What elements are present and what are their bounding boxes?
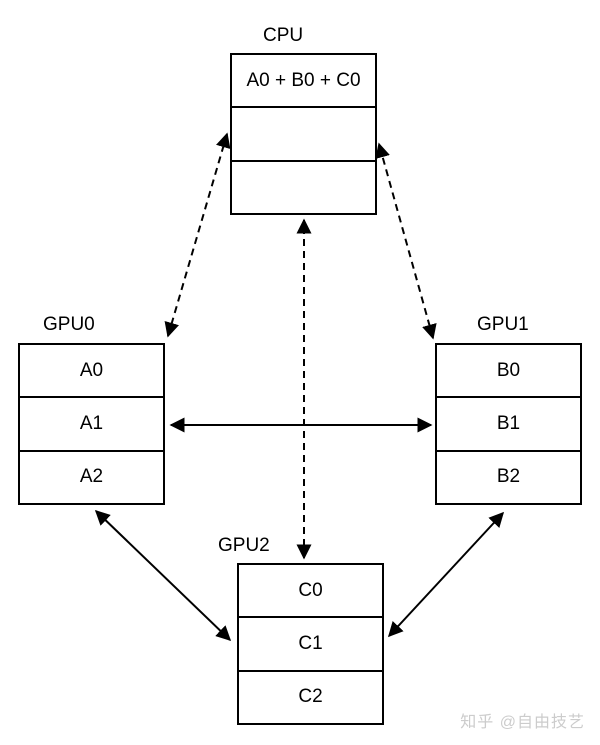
gpu1-title: GPU1 <box>477 314 529 335</box>
gpu2-row-1: C1 <box>239 616 382 669</box>
edge-gpu0-gpu2 <box>94 509 232 642</box>
cpu-row-2 <box>232 159 375 213</box>
gpu0-title: GPU0 <box>43 314 95 335</box>
gpu0-row-2: A2 <box>20 449 163 503</box>
gpu0-row-0: A0 <box>79 359 104 381</box>
cpu-row-0: A0 + B0 + C0 <box>246 69 361 91</box>
cpu-box: A0 + B0 + C0 <box>230 53 377 215</box>
gpu1-box: B0 B1 B2 <box>435 343 582 505</box>
gpu1-row-1: B1 <box>437 396 580 449</box>
gpu2-row-2: C2 <box>239 669 382 723</box>
gpu0-row-1: A1 <box>20 396 163 449</box>
gpu1-row-0: B0 <box>496 359 521 381</box>
cpu-row-1 <box>232 106 375 159</box>
gpu2-row-0: C0 <box>298 579 323 601</box>
cpu-title: CPU <box>263 25 304 46</box>
edge-gpu1-cpu <box>375 142 437 340</box>
edge-gpu1-gpu2 <box>387 511 505 638</box>
watermark: 知乎 @自由技艺 <box>460 714 585 731</box>
gpu2-box: C0 C1 C2 <box>237 563 384 725</box>
gpu1-row-2: B2 <box>437 449 580 503</box>
gpu0-box: A0 A1 A2 <box>18 343 165 505</box>
gpu2-title: GPU2 <box>218 535 270 556</box>
edge-gpu0-cpu <box>164 132 231 338</box>
